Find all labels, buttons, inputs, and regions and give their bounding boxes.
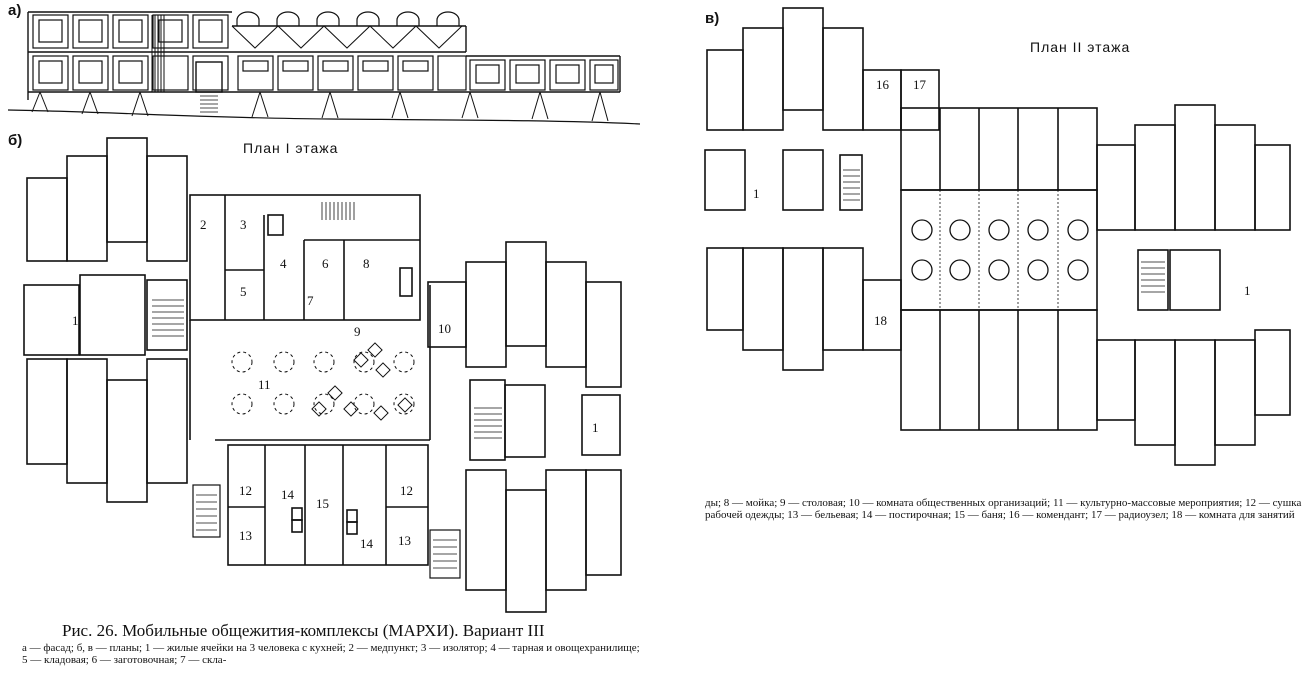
room-13-right: 13 [398,533,411,548]
plan2-title: План II этажа [1030,39,1131,55]
room-14-left: 14 [281,487,295,502]
room-9: 9 [354,324,361,339]
room-15: 15 [316,496,329,511]
room-12-left: 12 [239,483,252,498]
panel-label-v: в) [705,10,720,27]
facade-drawing [7,11,641,125]
room-6: 6 [322,256,329,271]
room-2: 2 [200,217,207,232]
room-1-right: 1 [592,420,599,435]
room-4: 4 [280,256,287,271]
room-12-right: 12 [400,483,413,498]
room-14-right: 14 [360,536,374,551]
figure-caption: Рис. 26. Мобильные общежития-комплексы (… [62,621,545,640]
room-8: 8 [363,256,370,271]
room-1-left: 1 [72,313,79,328]
room-10: 10 [438,321,451,336]
legend-right: ды; 8 — мойка; 9 — столовая; 10 — комнат… [705,497,1302,521]
room-1-left-2nd: 1 [753,186,760,201]
plan1-title: План I этажа [243,140,339,156]
room-11: 11 [258,377,271,392]
panel-label-a: а) [8,2,22,19]
room-18: 18 [874,313,887,328]
room-13-left: 13 [239,528,252,543]
room-7: 7 [307,293,314,308]
room-1-right-2nd: 1 [1244,283,1251,298]
plan-second-floor: 16 17 1 18 1 [704,7,1291,466]
legend-left: а — фасад; б, в — планы; 1 — жилые ячейк… [22,642,640,666]
room-5: 5 [240,284,247,299]
room-17: 17 [913,77,927,92]
panel-label-b: б) [8,132,23,149]
room-16: 16 [876,77,890,92]
room-3: 3 [240,217,247,232]
plan-first-floor: 1 2 3 4 5 6 7 8 9 10 11 12 14 15 12 13 1… [23,137,622,613]
